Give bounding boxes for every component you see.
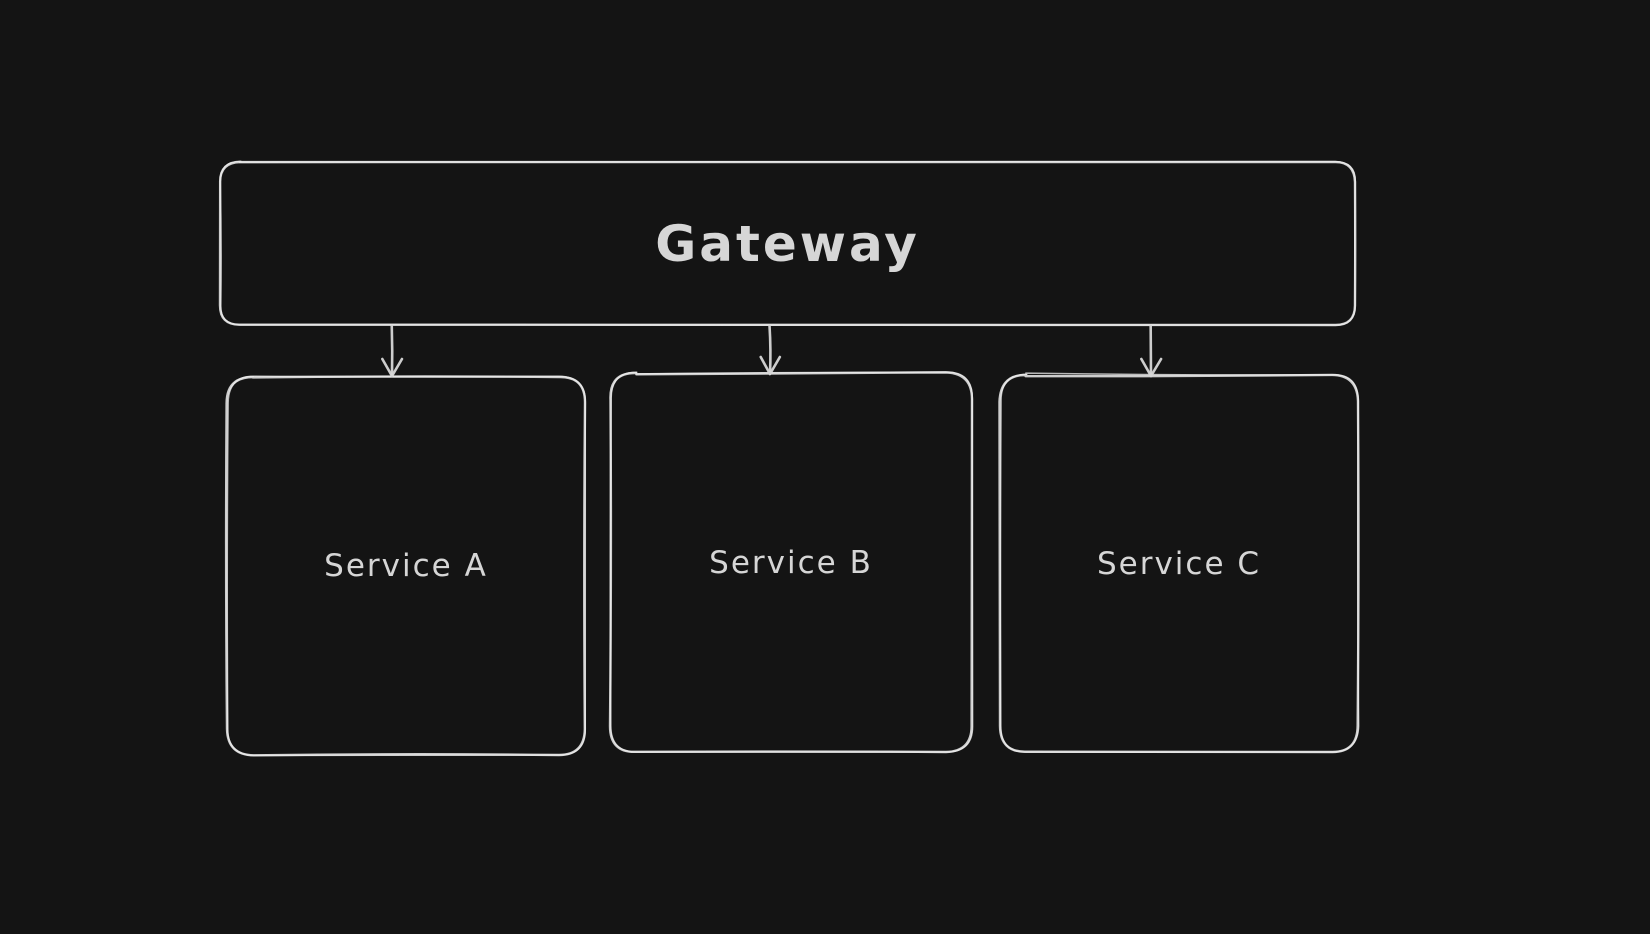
node-label-service-c[interactable]: Service C (1096, 545, 1262, 582)
node-box-service-b[interactable] (608, 371, 974, 754)
node-label-service-b[interactable]: Service B (709, 544, 873, 581)
node-label-gateway[interactable]: Gateway (655, 214, 920, 273)
arrow-gateway-service-a[interactable] (381, 324, 404, 378)
node-box-gateway[interactable] (218, 160, 1357, 327)
arrow-gateway-service-b[interactable] (759, 324, 782, 376)
node-label-service-a[interactable]: Service A (324, 548, 488, 584)
node-box-service-a[interactable] (224, 375, 587, 757)
arrow-gateway-service-c[interactable] (1140, 324, 1163, 378)
node-box-service-c[interactable] (998, 372, 1360, 754)
